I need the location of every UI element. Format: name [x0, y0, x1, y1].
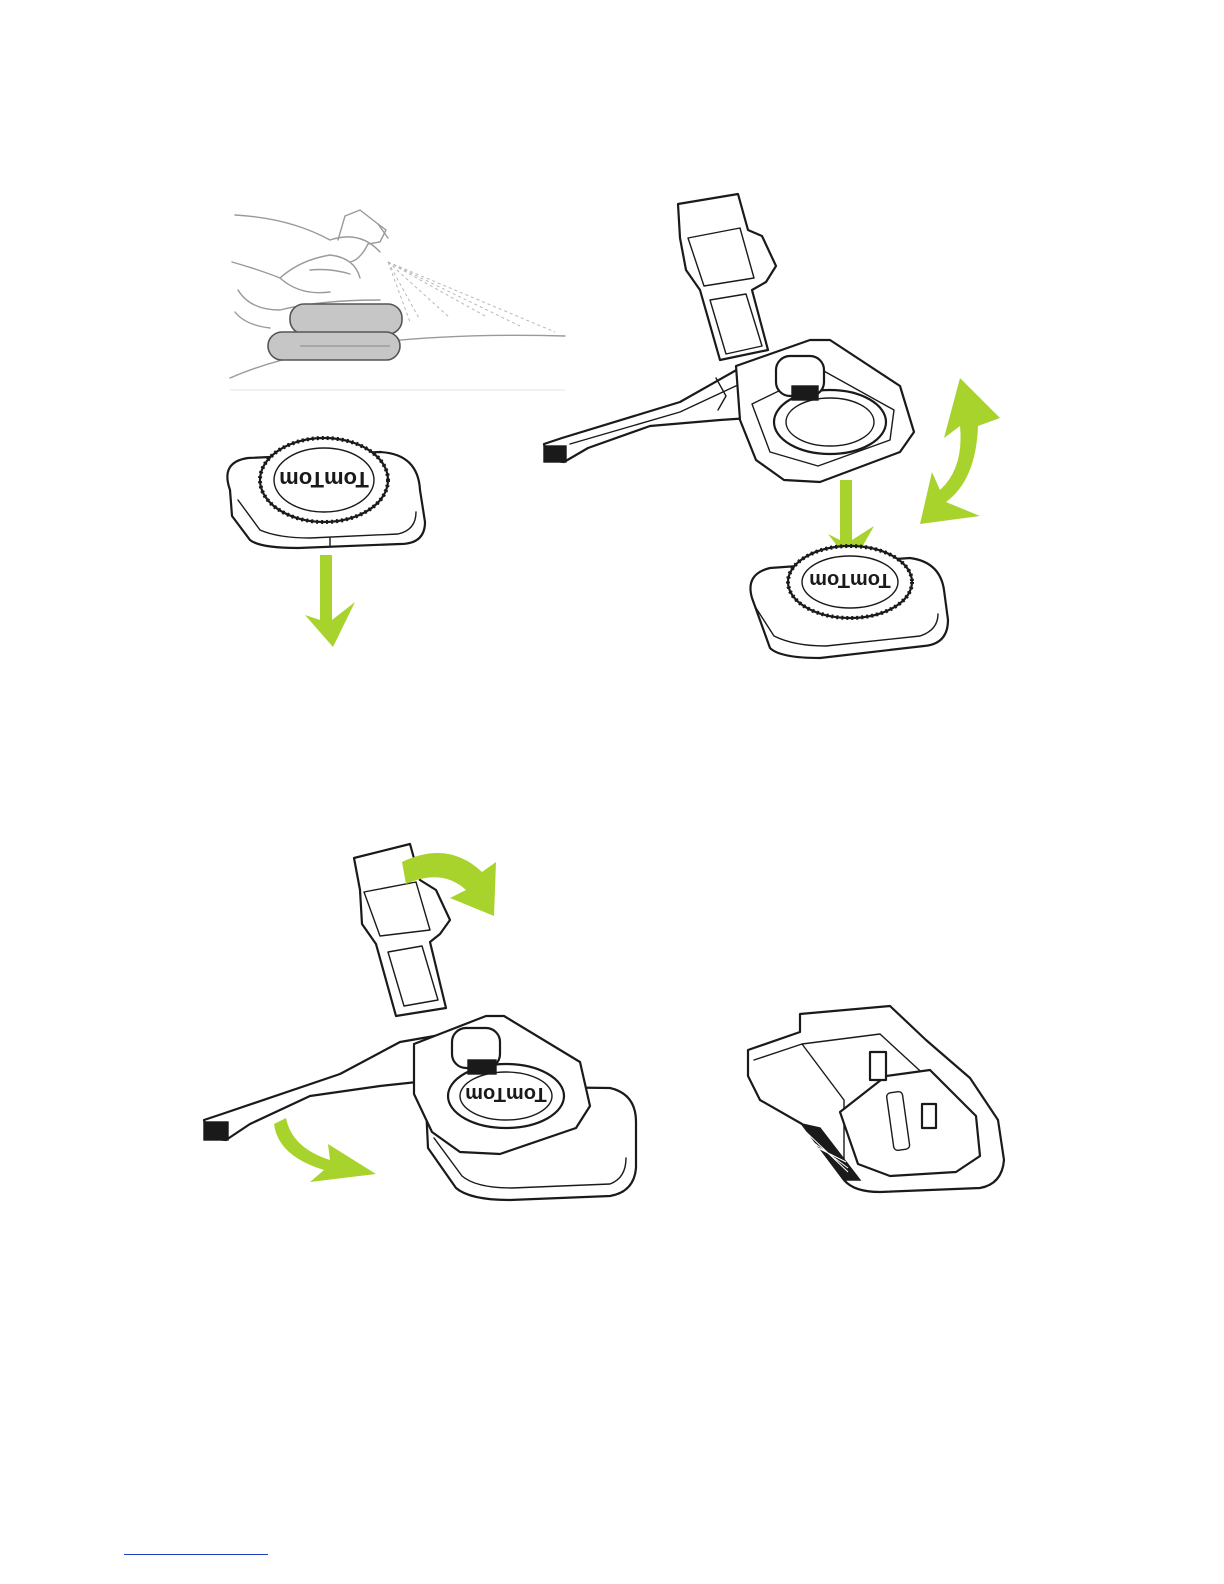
adhesive-disc: TomTom — [750, 546, 948, 658]
panel-folded-mount — [740, 1000, 1020, 1200]
cloth-icon — [268, 304, 402, 360]
arm-grip — [204, 1122, 228, 1140]
arm-grip — [544, 446, 566, 462]
mount-attached: TomTom — [204, 844, 636, 1200]
arrow-down-icon — [305, 555, 355, 647]
mount-folded — [748, 1006, 1004, 1192]
disc-logo: TomTom — [809, 569, 890, 591]
arrow-curve-icon — [274, 1118, 376, 1182]
footer-link-underline[interactable] — [124, 1554, 268, 1555]
spray-bottle-icon — [338, 210, 388, 262]
disc-logo: TomTom — [465, 1083, 546, 1105]
adhesive-disc: TomTom — [227, 438, 425, 548]
mount-open — [544, 194, 914, 482]
arrow-rotate-icon — [920, 378, 1000, 524]
spray-mist — [388, 262, 555, 332]
panel-clean-surface: TomTom — [220, 200, 580, 660]
panel-attach-mount: TomTom — [540, 190, 1020, 670]
disc-logo: TomTom — [279, 467, 369, 492]
panel-fold-mount: TomTom — [200, 838, 650, 1208]
